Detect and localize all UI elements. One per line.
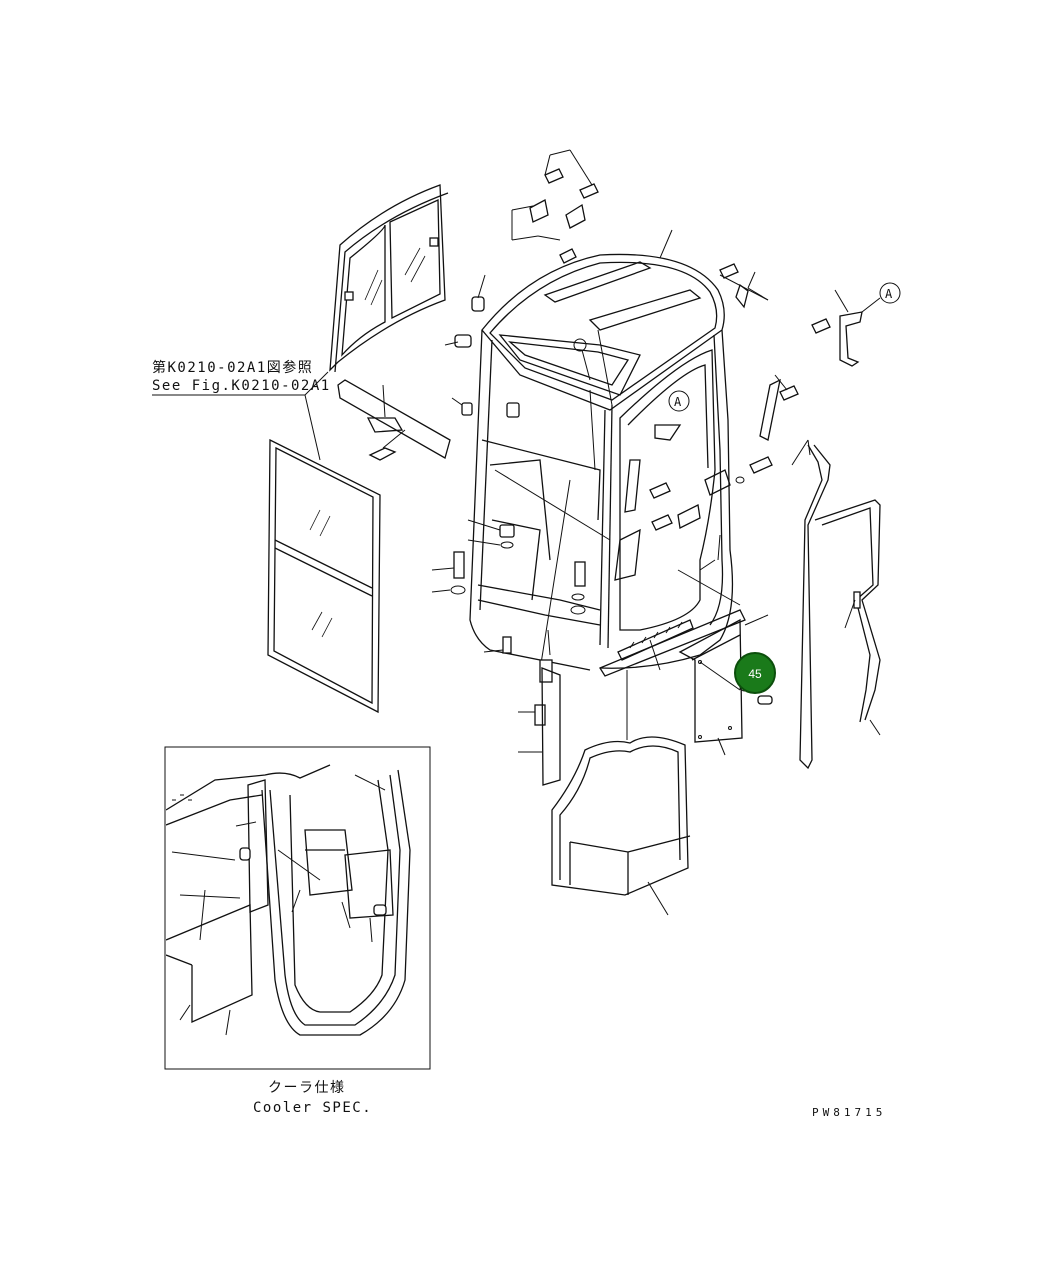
callout-a-right-label: A xyxy=(885,287,893,301)
reference-leader xyxy=(152,371,329,461)
reference-note-en: See Fig.K0210-02A1 xyxy=(152,378,331,394)
door-seal-parts xyxy=(799,444,881,770)
visor-bracket xyxy=(337,379,451,461)
item-marker-number: 45 xyxy=(748,667,762,681)
callout-a-center-label: A xyxy=(674,395,682,409)
door-upper-panel xyxy=(329,184,449,373)
leader-lines xyxy=(431,229,881,756)
callout-a-right: A xyxy=(879,282,901,304)
top-hinge-parts xyxy=(511,149,599,264)
cab-body xyxy=(469,253,746,677)
cooler-spec-inset xyxy=(164,746,431,1070)
rear-cover-plate xyxy=(678,618,773,743)
floor-mat xyxy=(551,736,691,916)
inset-caption-en: Cooler SPEC. xyxy=(253,1100,372,1116)
body-fasteners xyxy=(450,263,863,786)
item-marker[interactable]: 45 xyxy=(734,652,776,694)
callout-a-center: A xyxy=(668,390,690,412)
reference-note-jp: 第K0210-02A1図参照 xyxy=(152,359,313,376)
drawing-id: PW81715 xyxy=(812,1106,886,1119)
inset-caption-jp: クーラ仕様 xyxy=(268,1080,346,1096)
window-frame xyxy=(267,438,381,714)
